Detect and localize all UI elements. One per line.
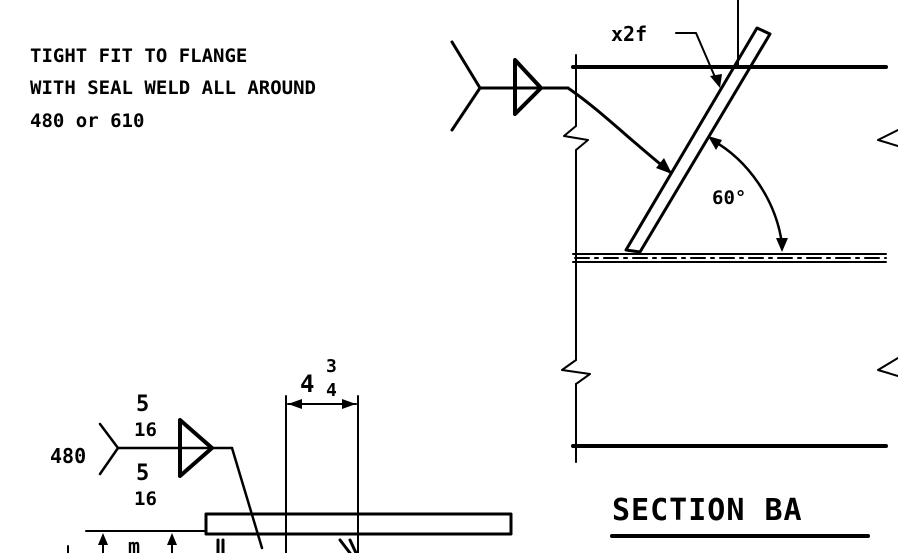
dimension-4-3-4: 4 3 4	[285, 356, 359, 553]
bottom-weld-symbol: 480 5 16 5 16	[50, 392, 264, 550]
stiffener-label: x2f	[611, 22, 647, 46]
dimension-arrowhead	[98, 533, 108, 545]
stiffener-leader	[675, 32, 719, 85]
bottom-weld-size-numerator: 5	[136, 461, 149, 486]
dimension-numerator: 3	[326, 356, 337, 377]
bottom-plate-view: m	[67, 512, 513, 553]
note-line-1: TIGHT FIT TO FLANGE	[30, 45, 247, 67]
dimension-denominator: 4	[326, 380, 337, 401]
top-weld-size-numerator: 5	[136, 392, 149, 417]
angle-arrowhead	[776, 238, 788, 252]
note-line-2: WITH SEAL WELD ALL AROUND	[30, 77, 316, 99]
weld-tail-reference: 480	[50, 444, 86, 468]
fillet-weld-symbol	[178, 418, 214, 478]
top-weld-symbol	[450, 40, 672, 174]
leader-arrowhead	[656, 158, 672, 174]
angle-arc	[710, 138, 784, 246]
weld-tail	[98, 422, 120, 476]
dimension-arrowhead	[167, 533, 177, 545]
flange-plate	[204, 512, 513, 536]
leader-line	[566, 86, 672, 174]
fillet-weld-symbol	[513, 58, 543, 116]
stiffener-edge	[338, 538, 352, 553]
weld-leader	[230, 446, 264, 550]
bottom-weld-size-denominator: 16	[134, 488, 157, 510]
break-mark	[563, 125, 589, 151]
break-mark	[561, 359, 591, 385]
dimension-arrowhead	[288, 399, 302, 409]
weld-note: TIGHT FIT TO FLANGE WITH SEAL WELD ALL A…	[30, 45, 316, 132]
cut-label: m	[128, 534, 140, 553]
angle-arrowhead	[708, 136, 722, 150]
inclined-stiffener	[624, 26, 772, 254]
weld-tail	[450, 40, 482, 132]
dimension-arrowhead	[342, 399, 356, 409]
break-mark	[877, 129, 898, 147]
stiffener-edge	[348, 538, 358, 553]
break-mark	[877, 357, 898, 377]
stiffener-leader-arrowhead	[710, 74, 722, 88]
section-ba-view: x2f 60° SECTION BA	[561, 0, 898, 538]
note-line-3: 480 or 610	[30, 110, 144, 132]
top-weld-size-denominator: 16	[134, 419, 157, 441]
dimension-whole: 4	[300, 370, 314, 398]
angle-label: 60°	[712, 187, 746, 209]
section-title: SECTION BA	[612, 493, 803, 528]
